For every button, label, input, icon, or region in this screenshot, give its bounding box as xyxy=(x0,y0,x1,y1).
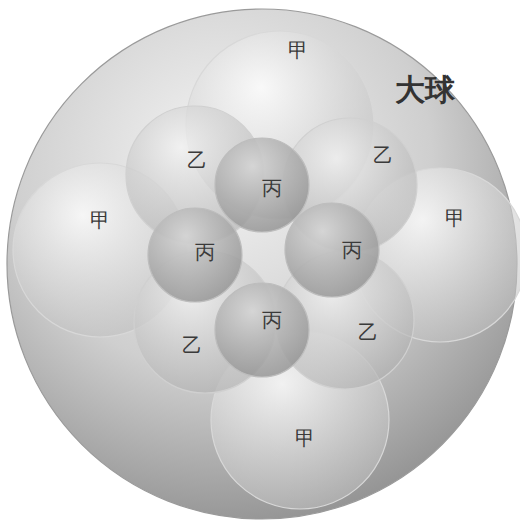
sphere-label: 乙 xyxy=(358,322,378,342)
sphere-label: 乙 xyxy=(182,335,202,355)
sphere-title: 大球 xyxy=(395,75,455,105)
sphere-outline xyxy=(284,202,380,298)
sphere-bing: 丙 xyxy=(284,202,380,298)
sphere-bing: 丙 xyxy=(214,137,310,233)
sphere-label: 丙 xyxy=(262,178,282,198)
sphere-bing: 丙 xyxy=(214,282,310,378)
sphere-bing: 丙 xyxy=(147,207,243,303)
sphere-label: 丙 xyxy=(342,240,362,260)
sphere-circle xyxy=(215,138,309,232)
sphere-label: 丙 xyxy=(262,310,282,330)
sphere-circle xyxy=(215,283,309,377)
big-sphere: 大球甲甲甲甲乙乙乙乙丙丙丙丙 xyxy=(6,8,518,520)
sphere-outline xyxy=(214,282,310,378)
sphere-label: 甲 xyxy=(445,208,465,228)
sphere-circle xyxy=(285,203,379,297)
sphere-label: 乙 xyxy=(187,150,207,170)
sphere-label: 甲 xyxy=(295,428,315,448)
sphere-label: 甲 xyxy=(288,40,308,60)
sphere-label: 甲 xyxy=(90,210,110,230)
sphere-circle xyxy=(148,208,242,302)
sphere-label: 乙 xyxy=(373,145,393,165)
sphere-label: 丙 xyxy=(195,242,215,262)
